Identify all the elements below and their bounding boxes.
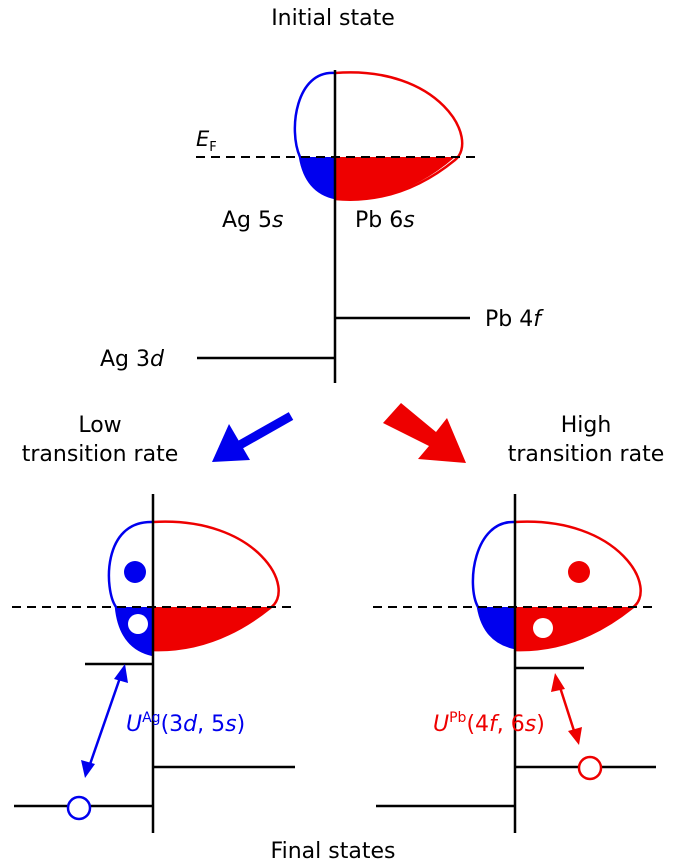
ag-excited-electron (124, 561, 146, 583)
ag-final-pb6s-fill (153, 607, 270, 651)
ag5s-label: Ag 5s (222, 208, 283, 233)
ag-coulomb-arrow (86, 671, 124, 771)
ag-arrow-head-bottom (81, 760, 95, 778)
ag-valence-hole (128, 614, 148, 634)
pb-arrow-head-bottom (568, 727, 582, 745)
pb-coulomb-arrow (556, 680, 578, 738)
final-state-ag-panel: UAg(3d, 5s) (12, 494, 295, 833)
pb-core-hole (577, 755, 603, 781)
final-states-title: Final states (271, 839, 396, 864)
u-pb-label: UPb(4f, 6s) (433, 710, 545, 737)
pb-arrow-head-top (551, 673, 565, 692)
pb-valence-hole (533, 618, 553, 638)
ag5s-dos-outline (293, 71, 336, 200)
ag-final-pb6s-outline (152, 520, 280, 652)
high-rate-arrow (383, 403, 466, 463)
pb6s-occupied-fill (335, 157, 455, 200)
pb-final-ag5s-fill (478, 607, 515, 648)
initial-state-title: Initial state (271, 6, 395, 31)
pb4f-label: Pb 4f (485, 307, 544, 332)
u-ag-label: UAg(3d, 5s) (126, 710, 245, 737)
final-state-pb-panel: UPb(4f, 6s) (373, 494, 657, 833)
low-rate-arrow (212, 412, 294, 462)
ag-core-hole (66, 795, 92, 821)
ag-final-ag5s-outline (107, 520, 154, 657)
pb-excited-electron (568, 561, 590, 583)
ag5s-occupied-fill (300, 157, 335, 198)
pb-final-pb6s-outline (514, 520, 642, 652)
pb6s-label: Pb 6s (355, 208, 415, 233)
ag3d-label: Ag 3d (100, 347, 165, 372)
initial-state-panel: Initial state EF Ag 5s Pb 6s Pb 4f Ag 3d (100, 6, 544, 383)
ag-arrow-head-top (114, 664, 128, 683)
ef-label: EF (196, 127, 217, 155)
pb-final-ag5s-outline (471, 520, 516, 650)
pb-final-pb6s-fill (515, 607, 632, 651)
